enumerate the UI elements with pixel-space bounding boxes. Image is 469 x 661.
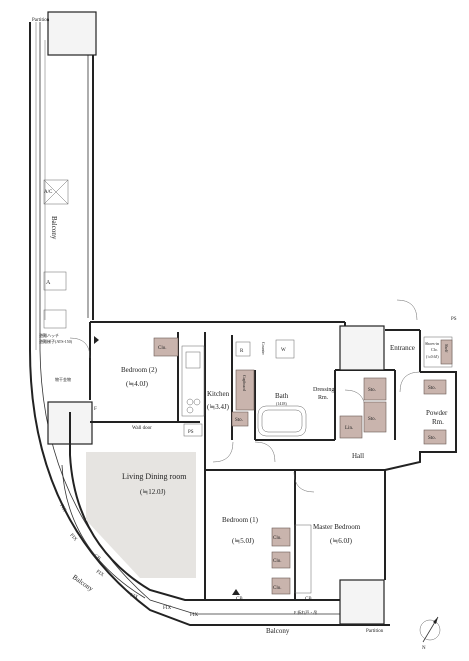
- fix-label-3: FIX: [95, 570, 105, 579]
- dressing-label: Dressing: [313, 387, 334, 393]
- linen-label: Lin.: [345, 426, 353, 431]
- living-size: (≒12.0J): [140, 488, 166, 496]
- cupboard-label: Cupboard: [242, 375, 247, 391]
- bed2-closet: [153, 337, 179, 357]
- bath-label: Bath: [275, 392, 289, 400]
- wall-door-label: Wall door: [132, 426, 152, 431]
- entry-sto-box: [423, 379, 447, 395]
- master-size: (≒6.0J): [330, 537, 353, 545]
- linen-box: [339, 415, 363, 439]
- ps-label-1: PS: [188, 430, 194, 435]
- sliding-door-label: F 折れ戸・吊: [294, 609, 317, 615]
- dressing-sto-1: [363, 377, 387, 401]
- dressing-sto-1-label: Sto.: [368, 388, 376, 393]
- counter-label: Counter: [261, 342, 266, 356]
- dressing-sto-2-label: Sto.: [368, 417, 376, 422]
- shelf-box: [440, 339, 453, 365]
- closet-2: [271, 551, 291, 569]
- kitchen-sink: [185, 351, 201, 369]
- kitchen-cupboard: [235, 369, 255, 411]
- bath-size: (1418): [276, 401, 287, 406]
- bathtub: [257, 405, 307, 437]
- fix-label-2: FIX: [68, 533, 77, 543]
- closet-3: [271, 577, 291, 595]
- north-label: N: [422, 646, 426, 651]
- partition-bottom-box: [339, 579, 385, 625]
- refrigerator: [235, 341, 251, 357]
- closet-3-label: Clo.: [273, 586, 281, 591]
- dressing-sto-2: [363, 401, 387, 433]
- shoesin-clo-label: Clo.: [431, 347, 438, 352]
- shelf-label: Shelf: [444, 344, 449, 353]
- kitchen-sto-box: [231, 411, 249, 427]
- partition-top-box: [47, 11, 97, 56]
- refrigerator-label: R: [240, 349, 244, 354]
- closet-1: [271, 527, 291, 547]
- kitchen-size: (≒3.4J): [207, 403, 230, 411]
- ps-box: [183, 423, 203, 437]
- shoesin-size-label: (≒0.6J): [426, 354, 439, 359]
- powder-sto-label: Sto.: [428, 436, 436, 441]
- bedroom1-size: (≒5.0J): [232, 537, 255, 545]
- fix-label-5: FIX: [163, 606, 171, 611]
- entrance-label: Entrance: [390, 344, 415, 352]
- f-label: F: [94, 407, 97, 412]
- mark-a-label: A: [46, 280, 51, 286]
- kitchen-sto-label: Sto.: [235, 418, 243, 423]
- kitchen-label: Kitchen: [207, 390, 230, 398]
- ac-unit: [43, 179, 69, 205]
- bedroom2-size: (≒4.0J): [126, 380, 149, 388]
- balcony-south-label: Balcony: [266, 627, 290, 635]
- entry-sto-label: Sto.: [428, 386, 436, 391]
- hall-label: Hall: [352, 452, 364, 460]
- fix-label-1: FIX: [58, 504, 67, 514]
- fix-label-6: FIX: [190, 613, 198, 618]
- hangers-label: 物干金物: [55, 376, 71, 382]
- partition-top-label: Partition: [32, 18, 50, 23]
- shoesin-label: Shoes-in: [425, 341, 439, 346]
- bed2-closet-label: Clo.: [158, 346, 166, 351]
- partition-bottom-label: Partition: [366, 629, 384, 634]
- balcony-curve-label: Balcony: [71, 573, 95, 593]
- column-center: [339, 325, 385, 371]
- washer-label: W: [281, 348, 286, 353]
- ps-label-2: PS: [451, 317, 457, 322]
- bedroom1-label: Bedroom (1): [222, 516, 259, 524]
- door-marker-1: [94, 336, 99, 344]
- evac-ladder-label: 避難梯子(ATS-150): [39, 338, 73, 344]
- cb-label-1: CB: [93, 554, 102, 563]
- balcony-west-label: Balcony: [50, 216, 58, 240]
- evac-hatch-label: 避難ハッチ: [39, 332, 59, 338]
- closet-1-label: Clo.: [273, 536, 281, 541]
- fix-label-4: FIX: [129, 593, 139, 601]
- living-label: Living Dining room: [122, 472, 187, 481]
- master-label: Master Bedroom: [313, 523, 361, 531]
- closet-master: [294, 524, 312, 594]
- powder-label: Powder: [426, 409, 448, 417]
- living-floor: [86, 452, 196, 578]
- north-arrow: N: [419, 616, 441, 651]
- evac-hatch-box: [43, 309, 67, 329]
- powder-sto-box: [423, 429, 447, 445]
- unit-walls: [69, 321, 457, 601]
- mark-a-box: [43, 271, 67, 291]
- dressing-rm-label: Rm.: [318, 395, 329, 401]
- bedroom2-label: Bedroom (2): [121, 366, 158, 374]
- door-marker-2: [232, 589, 240, 595]
- powder-rm-label: Rm.: [432, 418, 444, 426]
- cb-label-2: CB: [236, 597, 243, 602]
- washer: [275, 339, 295, 359]
- cb-label-3: CB: [305, 597, 312, 602]
- balcony-west: [29, 22, 390, 626]
- kitchen-counter: [181, 345, 205, 417]
- ac-unit-label: A/C: [44, 190, 53, 195]
- closet-2-label: Clo.: [273, 559, 281, 564]
